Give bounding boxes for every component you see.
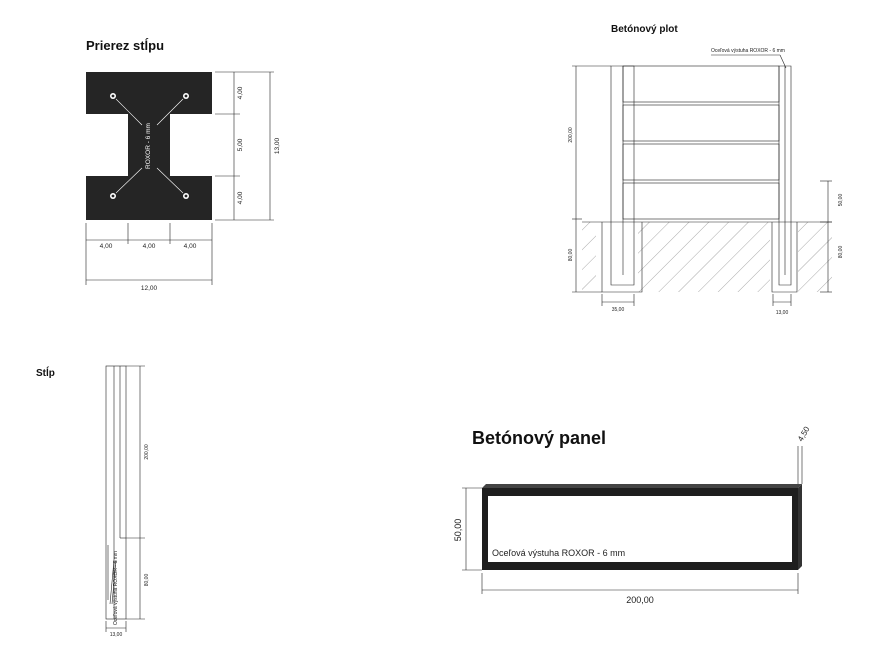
panel-dim-length: 200,00 (626, 595, 654, 605)
post-body (105, 365, 127, 620)
panel-inner (488, 496, 792, 562)
post-rebar-label: Oceľová výstuha ROXOR - 6 mm (113, 551, 119, 625)
concrete-panel: Betónový panel Oceľová výstuha ROXOR - 6… (453, 425, 812, 605)
post-elevation: Stĺp Oceľová výstuha ROXOR - 6 mm 200,00… (36, 365, 150, 638)
dim-w1: 4,00 (100, 243, 113, 250)
fence-dim-post-w: 35,00 (612, 307, 625, 313)
post-dim-lower: 80,00 (144, 574, 150, 587)
fence-panel (622, 143, 780, 181)
fence-panel (622, 182, 780, 220)
post-dim-width: 13,00 (110, 632, 123, 638)
fence-title: Betónový plot (611, 24, 678, 35)
dim-bottom: 4,00 (237, 191, 244, 204)
dim-w2: 4,00 (143, 243, 156, 250)
dim-total-height: 13,00 (274, 137, 281, 154)
post-cross-section: Prierez stĺpu ROXOR - 6 mm 4,00 5,00 4,0… (85, 38, 281, 292)
dim-total-width: 12,00 (141, 285, 158, 292)
i-beam-shape (86, 72, 212, 220)
fence-dim-depth-left: 80,00 (568, 249, 574, 262)
fence-elevation: Betónový plot Oceľová výstuha ROXOR - 6 … (568, 24, 844, 316)
dim-w3: 4,00 (184, 243, 197, 250)
post-dim-upper: 200,00 (144, 444, 150, 460)
panel-dim-height: 50,00 (453, 519, 463, 542)
fence-dim-height: 200,00 (568, 127, 574, 143)
fence-dim-right-bottom: 80,00 (838, 246, 844, 259)
fence-panel (622, 104, 780, 142)
panel-dim-thickness: 4,50 (796, 425, 812, 443)
dim-top: 4,00 (237, 86, 244, 99)
dim-mid: 5,00 (237, 138, 244, 151)
fence-dim-post-w2: 13,00 (776, 310, 789, 316)
fence-dim-right-top: 50,00 (838, 194, 844, 207)
panel-rebar-label: Oceľová výstuha ROXOR - 6 mm (492, 548, 625, 558)
fence-rebar-label: Oceľová výstuha ROXOR - 6 mm (711, 48, 785, 54)
section-title: Prierez stĺpu (86, 38, 164, 53)
post-title: Stĺp (36, 365, 55, 379)
section-rebar-label: ROXOR - 6 mm (145, 123, 152, 169)
fence-panel (622, 65, 780, 103)
panel-title: Betónový panel (472, 428, 606, 448)
